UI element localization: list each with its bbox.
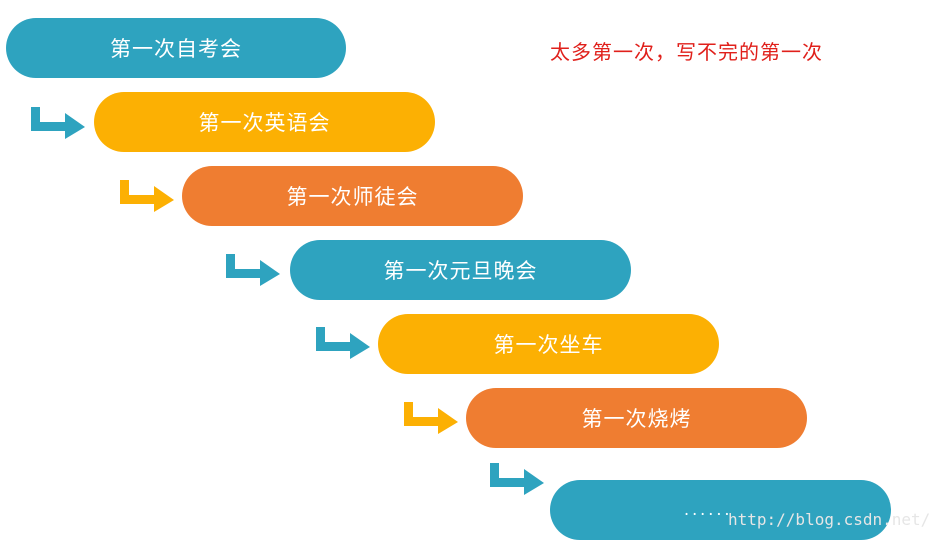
- step-1-label: 第一次自考会: [110, 37, 242, 61]
- step-2: 第一次英语会: [94, 92, 435, 152]
- step-7: [550, 480, 891, 540]
- step-5-label: 第一次坐车: [493, 333, 604, 357]
- step-1: 第一次自考会: [6, 18, 346, 78]
- step-5: 第一次坐车: [378, 314, 719, 374]
- step-3-label: 第一次师徒会: [286, 185, 419, 209]
- bent-arrow-right-icon: [226, 254, 280, 286]
- bent-arrow-right-icon: [316, 327, 370, 359]
- step-2-label: 第一次英语会: [198, 111, 331, 135]
- watermark-text: http://blog.csdn.net/: [728, 510, 931, 529]
- step-4: 第一次元旦晚会: [290, 240, 631, 300]
- step-6: 第一次烧烤: [466, 388, 807, 448]
- step-4-label: 第一次元旦晚会: [383, 259, 538, 283]
- bent-arrow-right-icon: [490, 463, 544, 495]
- step-3: 第一次师徒会: [182, 166, 523, 226]
- step-6-label: 第一次烧烤: [581, 407, 692, 431]
- ellipsis-text: ......: [684, 500, 733, 519]
- bent-arrow-right-icon: [120, 180, 174, 212]
- bent-arrow-right-icon: [31, 107, 85, 139]
- bent-arrow-right-icon: [404, 402, 458, 434]
- note-text: 太多第一次，写不完的第一次: [550, 40, 823, 64]
